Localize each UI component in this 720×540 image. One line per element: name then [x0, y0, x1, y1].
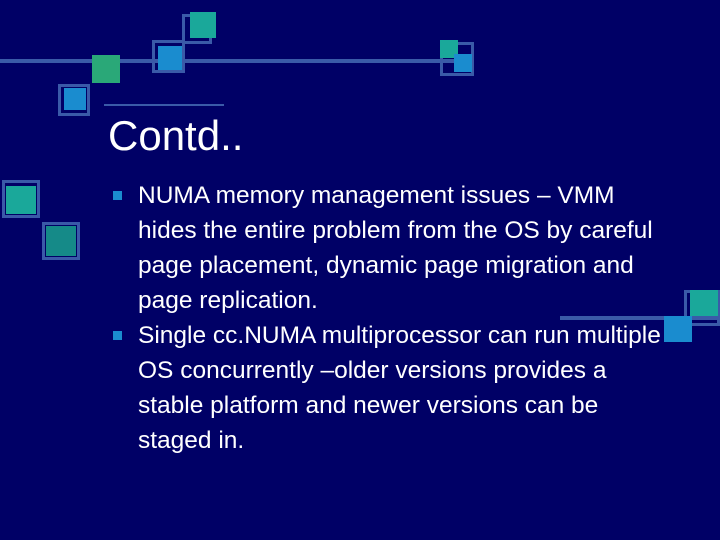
decorative-square	[58, 84, 90, 116]
slide-title: Contd..	[108, 112, 244, 159]
bullet-item: NUMA memory management issues – VMM hide…	[108, 178, 678, 318]
decorative-square	[92, 55, 120, 83]
bullet-square-icon	[108, 178, 138, 213]
right-decorative-line	[560, 316, 720, 320]
bullet-square-icon	[108, 318, 138, 353]
decorative-square	[64, 88, 86, 110]
bullet-text: Single cc.NUMA multiprocessor can run mu…	[138, 322, 661, 454]
bullet-list: NUMA memory management issues – VMM hide…	[108, 178, 678, 458]
top-decorative-line	[0, 59, 468, 63]
decorative-square	[42, 222, 80, 260]
decorative-square	[190, 12, 216, 38]
decorative-square	[152, 40, 185, 73]
decorative-square	[690, 290, 718, 316]
decorative-square	[158, 46, 182, 70]
title-underline	[104, 104, 224, 106]
bullet-text: NUMA memory management issues – VMM hide…	[138, 182, 653, 314]
decorative-square	[46, 226, 76, 256]
decorative-square	[664, 316, 692, 342]
decorative-square	[440, 40, 458, 58]
decorative-square	[6, 186, 36, 214]
bullet-item: Single cc.NUMA multiprocessor can run mu…	[108, 318, 678, 458]
decorative-square	[454, 54, 472, 72]
decorative-square	[2, 180, 40, 218]
